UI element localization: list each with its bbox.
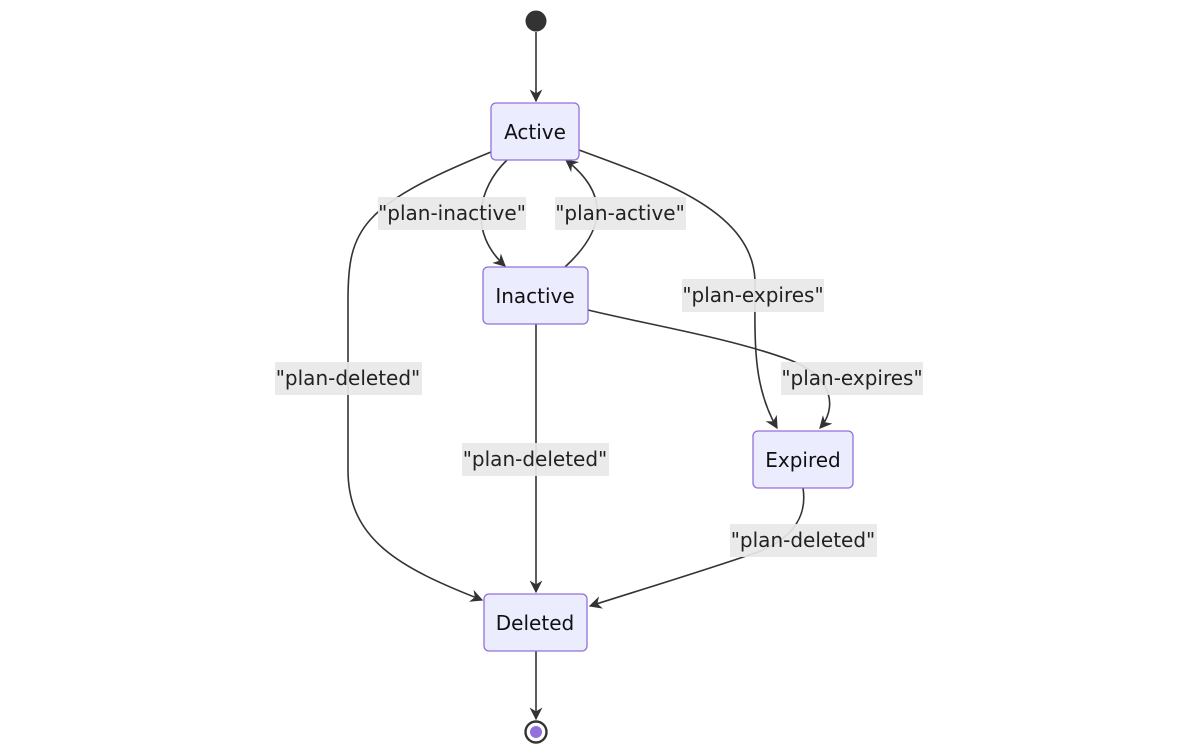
svg-text:Expired: Expired [765,448,841,472]
label-plan-deleted-active: "plan-deleted" [275,362,422,395]
svg-text:"plan-inactive": "plan-inactive" [378,201,526,225]
svg-text:"plan-deleted": "plan-deleted" [731,528,876,552]
edge-inactive-to-expired [587,309,833,429]
svg-text:"plan-expires": "plan-expires" [682,283,823,307]
svg-text:"plan-deleted": "plan-deleted" [463,447,608,471]
end-marker-icon [524,720,548,744]
svg-text:Inactive: Inactive [495,284,574,308]
svg-text:Deleted: Deleted [496,611,574,635]
label-plan-deleted-inactive: "plan-deleted" [462,443,609,476]
svg-text:Active: Active [504,120,566,144]
label-plan-expires-inactive: "plan-expires" [781,362,923,395]
state-inactive: Inactive [482,266,589,325]
start-marker-icon [525,10,547,32]
state-active: Active [490,102,580,161]
svg-text:"plan-deleted": "plan-deleted" [276,366,421,390]
label-plan-inactive: "plan-inactive" [378,197,526,230]
edge-active-to-expired [578,149,778,430]
label-plan-active: "plan-active" [555,197,686,230]
state-expired: Expired [752,430,854,489]
label-plan-expires-active: "plan-expires" [682,279,824,312]
edge-active-to-deleted [347,151,492,602]
svg-text:"plan-expires": "plan-expires" [781,366,922,390]
state-deleted: Deleted [483,593,588,652]
label-plan-deleted-expired: "plan-deleted" [730,524,877,557]
svg-text:"plan-active": "plan-active" [555,201,685,225]
